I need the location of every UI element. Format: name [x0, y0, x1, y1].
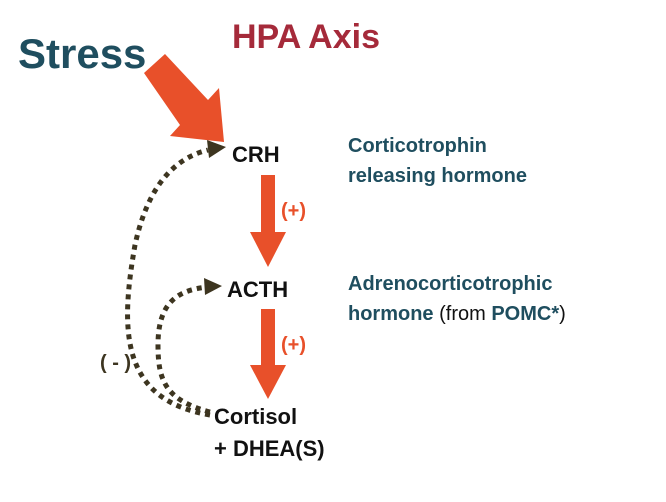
- stress-arrow: [144, 54, 224, 142]
- edge-label-acth-cortisol: (+): [281, 334, 306, 356]
- node-acth: ACTH: [227, 277, 289, 302]
- node-crh: CRH: [232, 142, 280, 167]
- edge-label-feedback: ( - ): [100, 352, 132, 374]
- acth-description-close: ): [559, 303, 566, 325]
- node-dhea: + DHEA(S): [214, 436, 325, 461]
- crh-description-line2: releasing hormone: [348, 165, 527, 187]
- arrow-acth-to-cortisol: [250, 309, 286, 399]
- feedback-to-acth: [155, 278, 222, 415]
- crh-description-line1: Corticotrophin: [348, 135, 487, 157]
- diagram-title: HPA Axis: [232, 18, 381, 56]
- acth-description-pomc: POMC*: [491, 303, 560, 325]
- acth-description-line1: Adrenocorticotrophic: [348, 273, 553, 295]
- edge-label-crh-acth: (+): [281, 200, 306, 222]
- acth-description-hormone: hormone: [348, 303, 434, 325]
- node-cortisol: Cortisol: [214, 404, 298, 429]
- acth-description-from: (from: [433, 303, 492, 325]
- arrow-crh-to-acth: [250, 175, 286, 267]
- feedback-to-crh: [125, 140, 226, 418]
- stress-label: Stress: [18, 30, 147, 77]
- acth-description-line2: hormone (from POMC*): [348, 300, 566, 328]
